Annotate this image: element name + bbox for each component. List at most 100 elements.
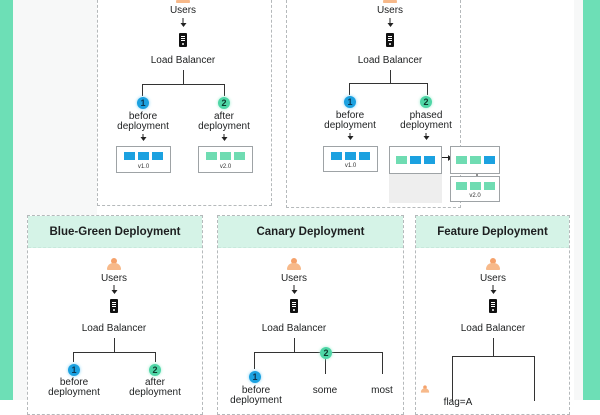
- instance-v1: [152, 152, 163, 160]
- panel-title: Feature Deployment: [416, 216, 569, 248]
- version-label: v2.0: [219, 164, 232, 170]
- arrow-down-icon: [490, 285, 496, 294]
- instance-v2: [455, 156, 467, 164]
- connector-line: [254, 352, 255, 369]
- connector-line: [142, 84, 224, 85]
- connector-line: [349, 83, 427, 84]
- users-icon: [486, 258, 500, 270]
- load-balancer-icon: [110, 299, 118, 313]
- arrow-down-icon: [347, 133, 353, 140]
- instance-v1: [410, 156, 421, 164]
- connector-line: [294, 338, 295, 352]
- version-box-v2: v2.0: [450, 176, 500, 202]
- connector-line: [452, 356, 534, 357]
- load-balancer-label: Load Balancer: [261, 323, 327, 334]
- step-badge-2: 2: [149, 364, 161, 376]
- branch-label: deployment: [198, 121, 250, 132]
- instance-v2: [455, 182, 467, 190]
- connector-line: [493, 338, 494, 356]
- connector-line: [254, 352, 382, 353]
- users-icon: [176, 0, 190, 3]
- connector-line: [155, 352, 156, 362]
- step-badge-1: 1: [68, 364, 80, 376]
- users-label: Users: [376, 5, 404, 16]
- branch-label: before: [59, 377, 89, 388]
- users-label: Users: [100, 273, 128, 284]
- load-balancer-label: Load Balancer: [460, 323, 526, 334]
- version-box-v2: v2.0: [198, 146, 253, 173]
- instance-v2: [206, 152, 217, 160]
- version-label: v2.0: [469, 193, 481, 199]
- connector-line: [114, 338, 115, 352]
- instance-v2: [483, 182, 495, 190]
- load-balancer-icon: [179, 33, 187, 47]
- user-icon-small: [420, 385, 430, 393]
- instance-v1: [331, 152, 342, 160]
- step-badge-2: 2: [420, 96, 432, 108]
- instance-v2: [469, 182, 481, 190]
- branch-label: after: [213, 111, 235, 122]
- instance-v1: [424, 156, 435, 164]
- panel-title: Blue-Green Deployment: [28, 216, 202, 248]
- step-badge-2: 2: [320, 347, 332, 359]
- branch-label: before: [128, 111, 158, 122]
- phased-stage-2-box: [450, 146, 500, 174]
- branch-label: deployment: [230, 395, 282, 406]
- connector-line: [349, 83, 350, 95]
- left-accent-bar: [0, 0, 13, 400]
- branch-label: deployment: [324, 120, 376, 131]
- users-label: Users: [479, 273, 507, 284]
- step-badge-1: 1: [137, 97, 149, 109]
- panel-title: Canary Deployment: [218, 216, 403, 248]
- branch-label: before: [241, 385, 271, 396]
- connector-line: [382, 352, 383, 374]
- instance-v2: [234, 152, 245, 160]
- connector-line: [534, 356, 535, 401]
- arrow-down-icon: [423, 133, 429, 140]
- load-balancer-label: Load Balancer: [357, 55, 423, 66]
- arrow-down-icon: [387, 18, 393, 27]
- instance-v1: [138, 152, 149, 160]
- instance-v1: [345, 152, 356, 160]
- right-accent-bar: [583, 0, 600, 400]
- connector-line: [390, 70, 391, 83]
- branch-label: deployment: [400, 120, 452, 131]
- branch-label: deployment: [129, 387, 181, 398]
- branch-label: some: [312, 385, 338, 396]
- branch-label: phased: [409, 110, 443, 121]
- version-label: v1.0: [137, 164, 150, 170]
- top-left-panel: Users Load Balancer 1 before deployment …: [97, 0, 272, 206]
- load-balancer-icon: [489, 299, 497, 313]
- branch-label: deployment: [117, 121, 169, 132]
- connector-line: [224, 84, 225, 96]
- connector-line: [142, 84, 143, 96]
- feature-panel: Feature Deployment Users Load Balancer f…: [415, 215, 570, 415]
- arrow-down-icon: [291, 285, 297, 294]
- load-balancer-label: Load Balancer: [81, 323, 147, 334]
- right-gutter: [574, 0, 583, 400]
- instance-v2: [220, 152, 231, 160]
- arrow-down-icon: [140, 134, 146, 141]
- users-label: Users: [280, 273, 308, 284]
- version-label: v1.0: [344, 163, 357, 169]
- version-box-v1: v1.0: [116, 146, 171, 173]
- users-icon: [287, 258, 301, 270]
- users-icon: [383, 0, 397, 3]
- instance-v2: [469, 156, 481, 164]
- load-balancer-label: Load Balancer: [150, 55, 216, 66]
- connector-line: [73, 352, 74, 362]
- canary-panel: Canary Deployment Users Load Balancer 2 …: [217, 215, 404, 415]
- connector-line: [427, 83, 428, 95]
- branch-label: flag=A: [443, 397, 473, 408]
- instance-v2: [396, 156, 407, 164]
- connector-line: [183, 70, 184, 84]
- branch-label: after: [144, 377, 166, 388]
- step-badge-1: 1: [249, 371, 261, 383]
- instance-v1: [124, 152, 135, 160]
- version-box-v1: v1.0: [323, 146, 378, 172]
- connector-line: [73, 352, 155, 353]
- instance-v1: [483, 156, 495, 164]
- arrow-down-icon: [111, 285, 117, 294]
- connector-line: [452, 356, 453, 401]
- load-balancer-icon: [386, 33, 394, 47]
